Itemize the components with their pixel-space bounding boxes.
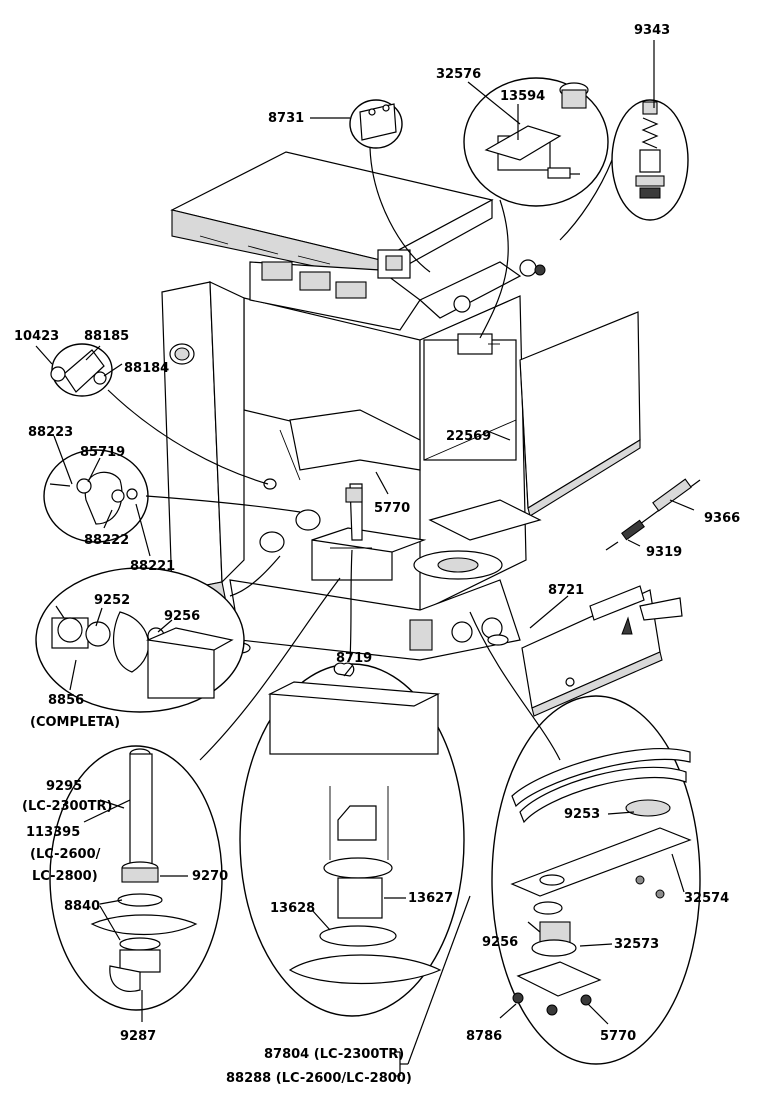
control-area — [249, 249, 546, 355]
top-lid — [170, 151, 494, 282]
label-8721: 8721 — [548, 583, 584, 598]
label-9252: 9252 — [94, 593, 130, 608]
label-87804: 87804 (LC-2300TR) — [264, 1047, 404, 1062]
right-door — [519, 311, 641, 517]
front-cover-panel — [521, 585, 683, 717]
label-9366: 9366 — [704, 511, 740, 526]
label-9256-left: 9256 — [164, 609, 200, 624]
assembly-bracket — [394, 895, 471, 1077]
bubble-32576 — [463, 77, 609, 339]
label-88185: 88185 — [84, 329, 129, 344]
bubble-88221 — [43, 449, 301, 543]
label-22569: 22569 — [446, 429, 491, 444]
label-9270: 9270 — [192, 869, 228, 884]
wash-tank — [279, 409, 542, 580]
bubble-9295 — [49, 577, 341, 1011]
left-fittings — [259, 478, 363, 553]
label-88288: 88288 (LC-2600/LC-2800) — [226, 1071, 412, 1086]
label-13627: 13627 — [408, 891, 453, 906]
label-5770-bottom: 5770 — [600, 1029, 636, 1044]
label-8731: 8731 — [268, 111, 304, 126]
label-8840: 8840 — [64, 899, 100, 914]
label-9256-right: 9256 — [482, 935, 518, 950]
label-88221: 88221 — [130, 559, 175, 574]
front-body — [209, 281, 527, 613]
label-88184: 88184 — [124, 361, 169, 376]
label-8786: 8786 — [466, 1029, 502, 1044]
label-9295-note: (LC-2300TR) — [22, 799, 112, 814]
label-9253: 9253 — [564, 807, 600, 822]
label-88223: 88223 — [28, 425, 73, 440]
label-13628: 13628 — [270, 901, 315, 916]
label-32574: 32574 — [684, 891, 729, 906]
label-8856: 8856 — [48, 693, 84, 708]
leader-lines — [35, 40, 695, 1025]
bubble-8719 — [239, 549, 465, 1017]
label-13594: 13594 — [500, 89, 545, 104]
part-labels: 9343 32576 13594 8731 10423 88185 88184 … — [14, 23, 740, 1086]
label-113395-note1: (LC-2600/ — [30, 847, 101, 862]
label-85719: 85719 — [80, 445, 125, 460]
bubble-8856 — [35, 555, 281, 713]
label-32576: 32576 — [436, 67, 481, 82]
bubble-32574 — [469, 611, 701, 1065]
label-9287: 9287 — [120, 1029, 156, 1044]
label-8719: 8719 — [336, 651, 372, 666]
sump-area — [229, 527, 521, 661]
label-9319: 9319 — [646, 545, 682, 560]
label-113395-note2: LC-2800) — [32, 869, 98, 884]
label-9295: 9295 — [46, 779, 82, 794]
bubble-8731 — [349, 99, 431, 273]
heater-rods — [605, 478, 701, 551]
label-32573: 32573 — [614, 937, 659, 952]
label-113395: 113395 — [26, 825, 80, 840]
bubble-88185 — [50, 343, 269, 485]
bubble-9343 — [559, 99, 689, 241]
label-5770-top: 5770 — [374, 501, 410, 516]
label-9343: 9343 — [634, 23, 670, 38]
label-10423: 10423 — [14, 329, 59, 344]
label-8856-note: (COMPLETA) — [30, 715, 120, 730]
label-88222: 88222 — [84, 533, 129, 548]
